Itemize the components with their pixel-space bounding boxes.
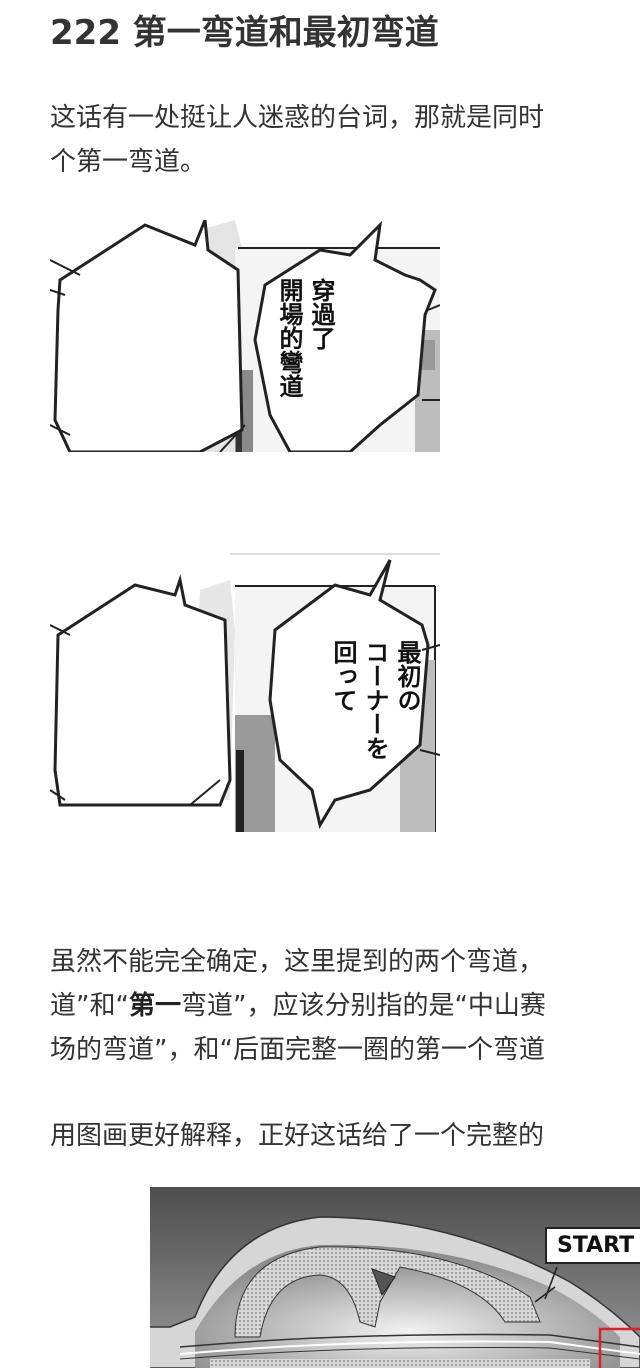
explanation-line-2: 道”和“第一弯道”，应该分别指的是“中山赛: [50, 984, 640, 1028]
diagram-intro-line-1: 用图画更好解释，正好这话给了一个完整的: [50, 1121, 545, 1151]
manga-panel-chinese: 穿過了 開場的彎道 選手們進入 第一彎道！: [50, 220, 440, 452]
explanation-line-3: 场的弯道”，和“后面完整一圈的第一个弯道: [50, 1035, 545, 1065]
intro-line-2: 个第一弯道。: [50, 147, 207, 177]
manga-panel-japanese: 最初の コーナーを 回って 第一 コーナーを 曲がります！: [50, 550, 440, 832]
speech-bubble-left: 穿過了 開場的彎道: [120, 278, 335, 398]
explanation-paragraph: 虽然不能完全确定，这里提到的两个弯道， 道”和“第一弯道”，应该分别指的是“中山…: [50, 940, 640, 1072]
bold-emphasis: 第一: [128, 991, 181, 1021]
text-segment: 道”和“: [50, 991, 129, 1021]
track-map-image: START: [150, 1187, 640, 1368]
highlight-box: [598, 1327, 640, 1368]
start-label: START: [545, 1227, 640, 1264]
text-segment: 弯道”，应该分别指的是“中山赛: [180, 991, 546, 1021]
article-title: 222 第一弯道和最初弯道: [50, 13, 439, 53]
speech-bubble-left: 最初の コーナーを 回って: [105, 640, 421, 760]
bubble-text-col: 穿過了: [307, 278, 335, 350]
bubble-text-col: 最初の: [393, 640, 421, 712]
explanation-line-1: 虽然不能完全确定，这里提到的两个弯道，: [50, 947, 545, 977]
intro-line-1: 这话有一处挺让人迷惑的台词，那就是同时: [50, 103, 545, 133]
bubble-text-col: 回って: [329, 640, 357, 712]
speech-bubble-right: 選手們進入 第一彎道！: [308, 278, 440, 398]
intro-paragraph: 这话有一处挺让人迷惑的台词，那就是同时 个第一弯道。: [50, 96, 640, 184]
diagram-intro-paragraph: 用图画更好解释，正好这话给了一个完整的: [50, 1114, 640, 1158]
bubble-text-col: 開場的彎道: [275, 278, 303, 398]
speech-bubble-right: 第一 コーナーを 曲がります！: [290, 615, 440, 759]
bubble-text-col: コーナーを: [361, 640, 389, 760]
